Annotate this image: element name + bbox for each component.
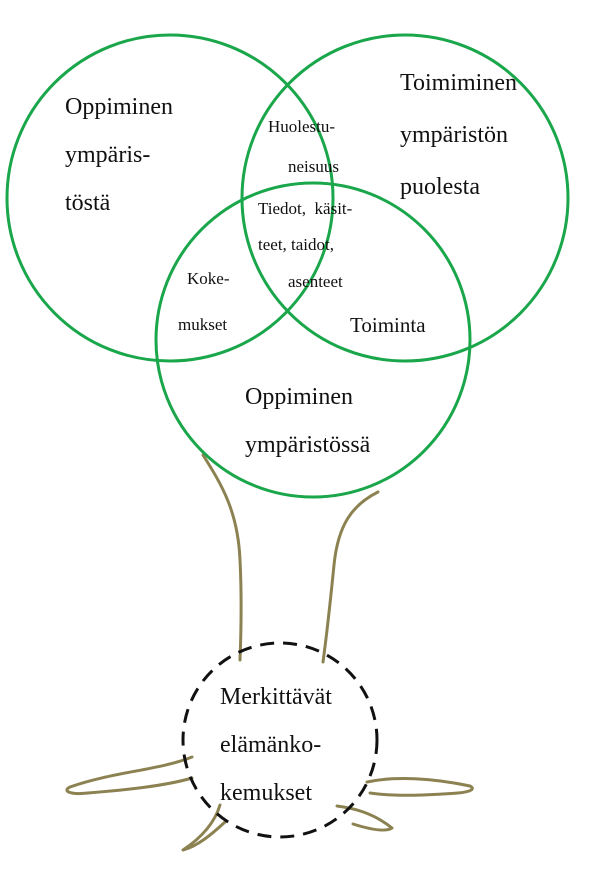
overlap-center-line-1: Tiedot, käsit- bbox=[258, 199, 353, 218]
root-line-1: Merkittävät bbox=[220, 684, 332, 710]
label-right-circle: Toimiminen ympäristön puolesta bbox=[400, 70, 517, 200]
overlap-left-bottom-line-1: Koke- bbox=[187, 269, 230, 288]
label-overlap-top: Huolestu- neisuus bbox=[268, 117, 339, 176]
right-line-2: ympäristön bbox=[400, 122, 508, 148]
bottom-line-2: ympäristössä bbox=[245, 432, 371, 458]
left-line-3: töstä bbox=[65, 190, 111, 216]
root-bottom-left bbox=[183, 805, 225, 850]
label-overlap-right-bottom: Toiminta bbox=[350, 313, 426, 337]
root-right bbox=[367, 779, 472, 796]
right-line-3: puolesta bbox=[400, 174, 480, 200]
root-left bbox=[67, 757, 192, 794]
root-line-3: kemukset bbox=[220, 780, 312, 806]
root-line-2: elämänko- bbox=[220, 732, 321, 758]
bottom-line-1: Oppiminen bbox=[245, 384, 353, 410]
left-line-1: Oppiminen bbox=[65, 94, 173, 120]
overlap-top-line-2: neisuus bbox=[288, 157, 339, 176]
circle-left bbox=[7, 35, 333, 361]
label-overlap-left-bottom: Koke- mukset bbox=[178, 269, 230, 334]
label-overlap-center: Tiedot, käsit- teet, taidot, asenteet bbox=[258, 199, 353, 291]
overlap-center-line-2: teet, taidot, bbox=[258, 235, 334, 254]
overlap-top-line-1: Huolestu- bbox=[268, 117, 335, 136]
label-root: Merkittävät elämänko- kemukset bbox=[220, 684, 332, 806]
root-bottom-right bbox=[337, 806, 392, 830]
left-line-2: ympäris- bbox=[65, 142, 150, 168]
right-line-1: Toimiminen bbox=[400, 70, 517, 96]
overlap-center-line-3: asenteet bbox=[288, 272, 343, 291]
label-bottom-circle: Oppiminen ympäristössä bbox=[245, 384, 371, 458]
label-left-circle: Oppiminen ympäris- töstä bbox=[65, 94, 173, 216]
trunk-right bbox=[323, 492, 378, 662]
overlap-left-bottom-line-2: mukset bbox=[178, 315, 227, 334]
trunk-left bbox=[203, 455, 241, 660]
